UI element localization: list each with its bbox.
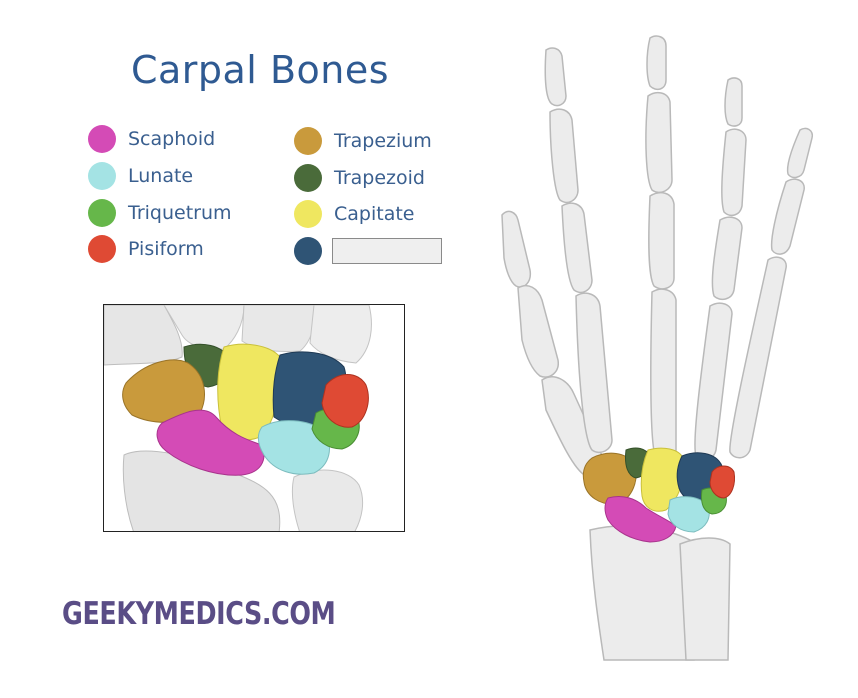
- hamate-swatch: [294, 237, 322, 265]
- brand-logo-text: GEEKYMEDICS.COM: [62, 596, 336, 632]
- hand-skeleton-illustration: [501, 35, 814, 661]
- carpus-closeup-illustration: [104, 305, 372, 531]
- legend-item-triquetrum: Triquetrum: [88, 198, 232, 228]
- capitate-swatch: [294, 200, 322, 228]
- triquetrum-swatch: [88, 199, 116, 227]
- legend-item-hamate: [294, 236, 442, 266]
- legend-item-trapezoid: Trapezoid: [294, 163, 425, 193]
- carpus-closeup: [103, 304, 405, 532]
- hand-skeleton: [480, 20, 840, 670]
- legend-label: Trapezoid: [334, 167, 425, 189]
- legend-item-pisiform: Pisiform: [88, 234, 204, 264]
- page-title: Carpal Bones: [130, 48, 390, 92]
- legend-item-lunate: Lunate: [88, 161, 193, 191]
- legend-label: Trapezium: [334, 130, 432, 152]
- blank-label-box[interactable]: [332, 238, 442, 264]
- legend-label: Pisiform: [128, 238, 204, 260]
- legend-label: Capitate: [334, 203, 415, 225]
- pisiform-swatch: [88, 235, 116, 263]
- legend-label: Lunate: [128, 165, 194, 187]
- legend-item-capitate: Capitate: [294, 199, 414, 229]
- trapezium-swatch: [294, 127, 322, 155]
- legend-label: Scaphoid: [128, 128, 216, 150]
- trapezoid-swatch: [294, 164, 322, 192]
- legend-item-trapezium: Trapezium: [294, 126, 432, 156]
- lunate-swatch: [88, 162, 116, 190]
- legend-item-scaphoid: Scaphoid: [88, 124, 215, 154]
- legend-label: Triquetrum: [128, 202, 232, 224]
- scaphoid-swatch: [88, 125, 116, 153]
